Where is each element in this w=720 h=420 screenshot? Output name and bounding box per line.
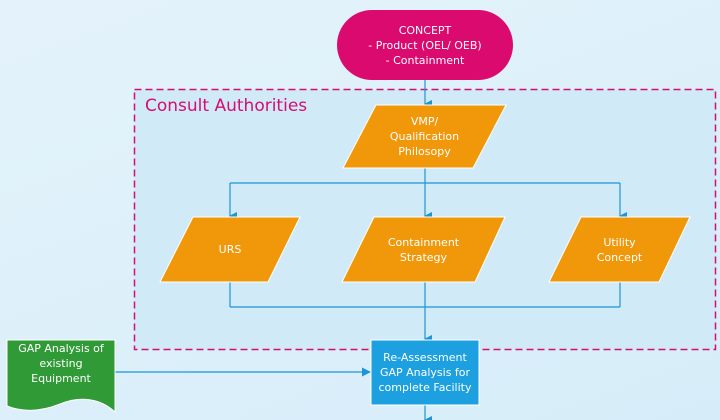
containment-strategy-node[interactable] <box>341 216 506 283</box>
concept-node[interactable] <box>337 10 513 80</box>
consult-authorities-title: Consult Authorities <box>145 96 308 116</box>
reassessment-node[interactable] <box>370 339 480 406</box>
urs-node[interactable] <box>159 216 301 283</box>
vmp-node[interactable] <box>342 104 507 169</box>
connectors <box>115 80 627 420</box>
gap-analysis-existing-node[interactable] <box>6 339 116 414</box>
utility-concept-node[interactable] <box>548 216 691 283</box>
